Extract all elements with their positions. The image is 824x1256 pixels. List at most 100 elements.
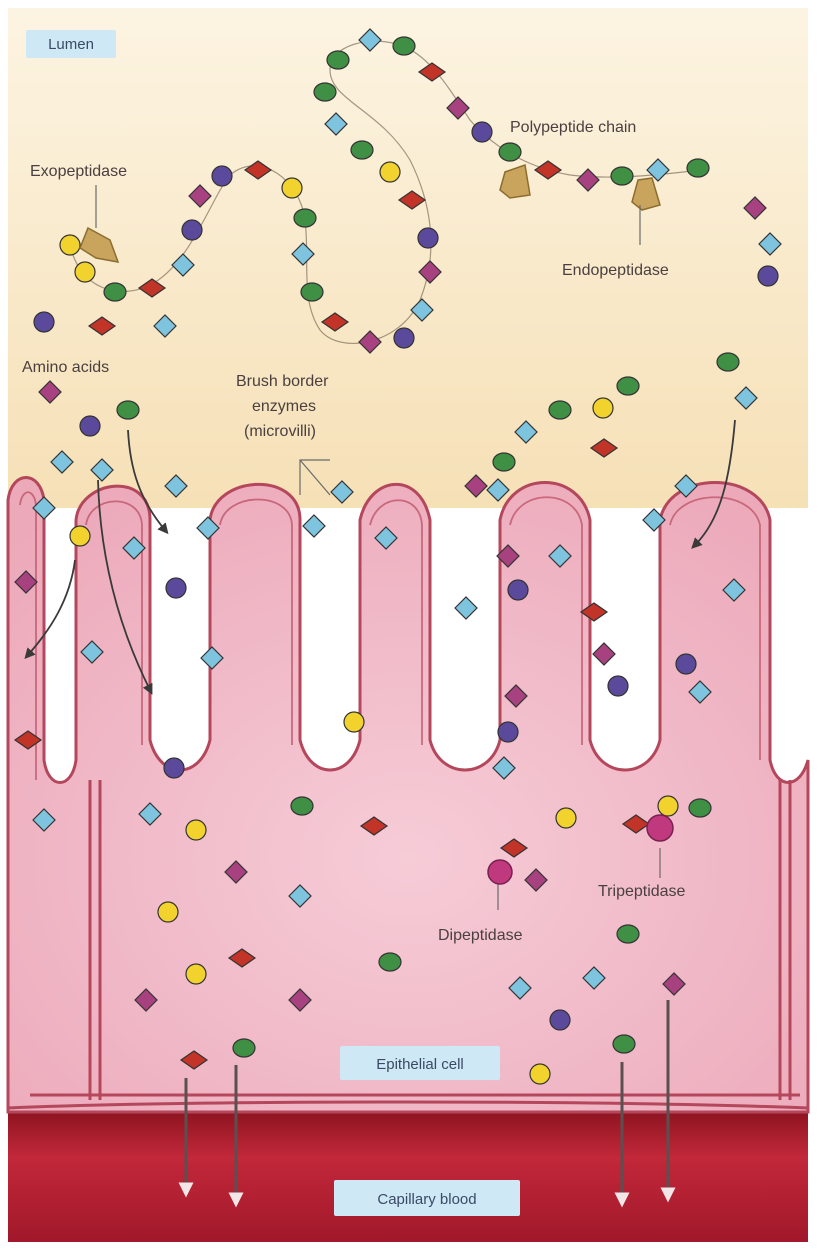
amino-acid-icon xyxy=(185,819,207,841)
amino-acid-icon xyxy=(508,976,532,1000)
amino-acid-icon xyxy=(302,514,326,538)
amino-acid-icon xyxy=(507,579,529,601)
amino-acid-icon xyxy=(80,640,104,664)
amino-acid-icon xyxy=(188,184,212,208)
exopeptidase-label: Exopeptidase xyxy=(30,163,127,180)
amino-acid-icon xyxy=(374,526,398,550)
amino-acid-icon xyxy=(293,208,317,228)
capillary-blood-label-box xyxy=(334,1180,520,1216)
amino-acid-icon xyxy=(103,282,127,302)
amino-acid-icon xyxy=(392,36,416,56)
endopeptidase-enzyme-icon-2 xyxy=(631,177,661,211)
tripeptidase-label: Tripeptidase xyxy=(598,883,686,900)
amino-acid-icon xyxy=(504,684,528,708)
amino-acid-icon xyxy=(59,234,81,256)
polypeptide-chain-label: Polypeptide chain xyxy=(510,119,636,136)
amino-acid-icon xyxy=(592,642,616,666)
amino-acid-icon xyxy=(38,380,62,404)
amino-acid-icon xyxy=(471,121,493,143)
amino-acid-icon xyxy=(758,232,782,256)
epithelial-cell-label-box xyxy=(340,1046,500,1080)
amino-acid-icon xyxy=(313,82,337,102)
amino-acid-icon xyxy=(722,578,746,602)
amino-acid-icon xyxy=(290,796,314,816)
brush-border-label-line1: Brush border xyxy=(236,373,329,390)
capillary-blood-region xyxy=(8,1112,808,1242)
amino-acid-icon xyxy=(674,474,698,498)
amino-acid-icon xyxy=(358,28,382,52)
amino-acid-icon xyxy=(153,314,177,338)
epithelial-cell-label: Epithelial cell xyxy=(376,1056,464,1073)
amino-acid-icon xyxy=(657,795,679,817)
exopeptidase-enzyme-icon xyxy=(79,226,120,263)
absorption-arrows xyxy=(24,419,736,695)
amino-acid-icon xyxy=(300,282,324,302)
amino-acid-icon xyxy=(157,901,179,923)
amino-acid-icon xyxy=(499,838,529,858)
amino-acid-icon xyxy=(281,177,303,199)
amino-acid-icon xyxy=(14,570,38,594)
amino-acid-icon xyxy=(200,646,224,670)
amino-acid-icon xyxy=(496,544,520,568)
amino-acid-icon xyxy=(165,577,187,599)
brush-border-label-line2: enzymes xyxy=(252,398,316,415)
amino-acid-icon xyxy=(33,311,55,333)
amino-acid-icon xyxy=(171,253,195,277)
amino-acid-icon xyxy=(743,196,767,220)
amino-acid-icon xyxy=(291,242,315,266)
capillary-entry-arrows xyxy=(178,1000,676,1208)
amino-acid-icon xyxy=(686,158,710,178)
amino-acid-icon xyxy=(612,1034,636,1054)
dipeptidase-enzyme-icon xyxy=(487,859,513,885)
amino-acid-icon xyxy=(497,721,519,743)
amino-acid-icon xyxy=(324,112,348,136)
amino-acid-icon xyxy=(548,544,572,568)
amino-acid-icon xyxy=(610,166,634,186)
pointer-lines xyxy=(95,185,661,910)
amino-acid-icon xyxy=(418,260,442,284)
amino-acid-icon xyxy=(13,730,43,750)
endopeptidase-label: Endopeptidase xyxy=(562,262,669,279)
amino-acid-icon xyxy=(288,988,312,1012)
amino-acid-icon xyxy=(134,988,158,1012)
endopeptidase-enzyme-icon-1 xyxy=(499,163,531,199)
amino-acid-icon xyxy=(417,227,439,249)
amino-acid-icon xyxy=(498,142,522,162)
microvilli-inner-lines xyxy=(19,491,761,780)
amino-acid-icon xyxy=(486,478,510,502)
amino-acid-icon xyxy=(227,948,257,968)
amino-acid-icon xyxy=(243,160,273,180)
basal-membrane xyxy=(7,1100,809,1110)
amino-acid-icon xyxy=(90,458,114,482)
amino-acid-icon xyxy=(734,386,758,410)
amino-acid-icon xyxy=(79,415,101,437)
amino-acid-icon xyxy=(688,680,712,704)
epithelial-cell-body xyxy=(6,476,810,1114)
amino-acid-icon xyxy=(642,508,666,532)
amino-acid-icon xyxy=(533,160,563,180)
amino-acid-icon xyxy=(616,924,640,944)
amino-acid-icon xyxy=(662,972,686,996)
amino-acid-icon xyxy=(163,757,185,779)
lumen-background xyxy=(8,8,808,508)
amino-acid-icon xyxy=(330,480,354,504)
amino-acid-icon xyxy=(358,330,382,354)
amino-acid-icon xyxy=(224,860,248,884)
amino-acid-icon xyxy=(74,261,96,283)
lumen-label: Lumen xyxy=(48,36,94,53)
amino-acid-icon xyxy=(164,474,188,498)
amino-acid-icon xyxy=(579,602,609,622)
amino-acid-icon xyxy=(607,675,629,697)
amino-acid-icon xyxy=(397,190,427,210)
amino-acid-icon xyxy=(757,265,779,287)
polypeptide-chain-amino-acids xyxy=(59,28,782,354)
amino-acid-icon xyxy=(616,376,640,396)
amino-acid-icon xyxy=(179,1050,209,1070)
amino-acid-icon xyxy=(378,952,402,972)
amino-acid-icon xyxy=(675,653,697,675)
amino-acid-icon xyxy=(393,327,415,349)
lumen-label-box xyxy=(26,30,116,58)
amino-acid-icon xyxy=(196,516,220,540)
amino-acid-icon xyxy=(232,1038,256,1058)
